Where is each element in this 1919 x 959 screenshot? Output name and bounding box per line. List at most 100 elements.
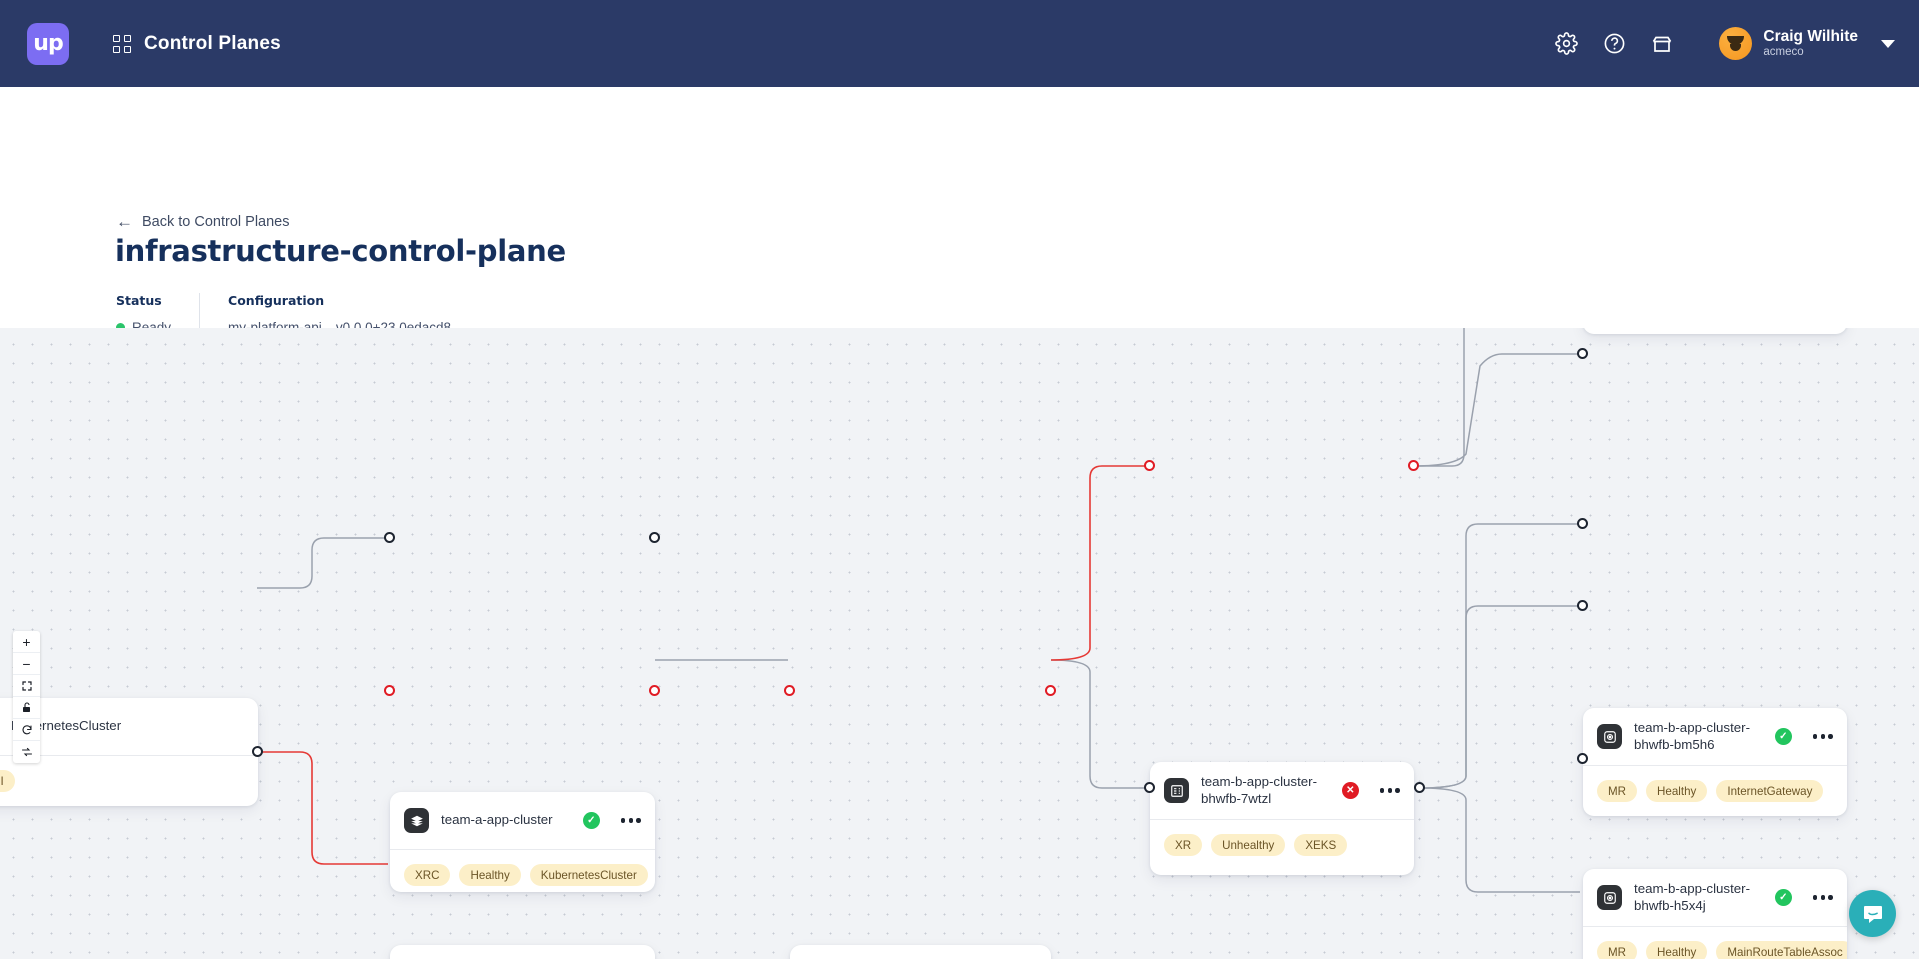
status-healthy-icon: ✓ xyxy=(1774,889,1792,906)
node-port-left[interactable] xyxy=(1577,753,1588,764)
page-title: infrastructure-control-plane xyxy=(115,234,566,268)
graph-node[interactable]: team-b-app-cluster-bhwfb-h5x4j ✓ MR Heal… xyxy=(1583,869,1847,959)
node-port-right[interactable] xyxy=(1414,782,1425,793)
node-port-left[interactable] xyxy=(1144,782,1155,793)
node-header: team-a-app-cluster ✓ xyxy=(390,792,655,849)
status-healthy-icon: ✓ xyxy=(582,812,600,829)
tag: XR xyxy=(1164,834,1203,856)
grid-icon[interactable] xyxy=(113,34,132,53)
user-name: Craig Wilhite xyxy=(1763,27,1858,45)
page-header: ← Back to Control Planes infrastructure-… xyxy=(0,87,1919,410)
tag: MainRouteTableAssoc xyxy=(1716,941,1847,959)
sync-icon[interactable] xyxy=(13,741,40,763)
lock-icon[interactable] xyxy=(13,697,40,719)
chat-widget-button[interactable] xyxy=(1849,890,1896,937)
graph-node-partial[interactable] xyxy=(1583,328,1847,334)
upbound-logo[interactable]: up xyxy=(27,22,69,65)
status-label: Status xyxy=(116,293,162,308)
divider xyxy=(1583,765,1847,766)
node-port-left[interactable] xyxy=(1577,348,1588,359)
node-title: team-a-app-cluster xyxy=(441,812,553,828)
node-title: team-b-app-cluster-bhwfb-7wtzl xyxy=(1201,773,1318,806)
logo-text: up xyxy=(33,31,63,56)
divider xyxy=(199,293,201,340)
tag: MR xyxy=(1597,780,1638,802)
node-port-right[interactable] xyxy=(649,685,660,696)
configuration-label: Configuration xyxy=(228,293,325,308)
back-to-control-planes-link[interactable]: ← Back to Control Planes xyxy=(116,213,290,230)
node-port-left[interactable] xyxy=(1577,518,1588,529)
chevron-down-icon[interactable] xyxy=(1881,39,1895,48)
node-port-left[interactable] xyxy=(384,532,395,543)
node-header: team-b-app-cluster ✕ xyxy=(390,945,655,959)
avatar xyxy=(1719,27,1753,60)
composite-icon xyxy=(1164,778,1189,803)
status-healthy-icon: ✓ xyxy=(1774,728,1792,745)
gear-icon[interactable] xyxy=(1553,31,1579,57)
node-tags: MR Healthy InternetGateway xyxy=(1583,766,1847,816)
nav-title: Control Planes xyxy=(144,32,281,54)
node-tags: XRC Healthy KubernetesCluster xyxy=(390,850,655,892)
status-dot-icon xyxy=(116,323,125,332)
node-port-right[interactable] xyxy=(252,746,263,757)
divider xyxy=(0,755,258,756)
graph-edges xyxy=(257,328,1580,893)
divider xyxy=(1150,819,1414,820)
node-port-left[interactable] xyxy=(1144,460,1155,471)
refresh-icon[interactable] xyxy=(13,719,40,741)
node-header: team-b-app-cluster-bhwfb-bm5h6 ✓ xyxy=(1583,708,1847,765)
node-header: team-b-app-cluster-bhwfb ✕ xyxy=(790,945,1051,959)
divider xyxy=(390,849,655,850)
graph-node[interactable]: team-b-app-cluster ✕ XRC Unhealthy Kuber… xyxy=(390,945,655,959)
help-icon[interactable] xyxy=(1601,31,1627,57)
node-menu-button[interactable] xyxy=(620,818,641,823)
node-port-right[interactable] xyxy=(1408,460,1419,471)
marketplace-icon[interactable] xyxy=(1649,31,1675,57)
divider xyxy=(1583,926,1847,927)
status-unhealthy-icon: ✕ xyxy=(1341,782,1359,799)
node-menu-button[interactable] xyxy=(1379,788,1400,793)
node-port-right[interactable] xyxy=(1045,685,1056,696)
node-tags: API xyxy=(0,756,258,806)
graph-node[interactable]: KubernetesCluster API xyxy=(0,698,258,806)
fit-view-icon[interactable] xyxy=(13,675,40,697)
node-menu-button[interactable] xyxy=(1812,734,1833,739)
back-link-label: Back to Control Planes xyxy=(142,213,290,230)
tag: Healthy xyxy=(459,864,521,886)
node-menu-button[interactable] xyxy=(1812,895,1833,900)
node-title: KubernetesCluster xyxy=(11,718,122,734)
resource-graph-canvas[interactable]: KubernetesCluster API team-a-app-cluster… xyxy=(0,328,1919,959)
tag: MR xyxy=(1597,941,1638,959)
tag: InternetGateway xyxy=(1716,780,1824,802)
topbar-actions: Craig Wilhite acmeco xyxy=(1553,27,1895,60)
managed-resource-icon xyxy=(1597,724,1622,749)
tag: Healthy xyxy=(1646,941,1708,959)
user-menu[interactable]: Craig Wilhite acmeco xyxy=(1719,27,1895,60)
node-port-right[interactable] xyxy=(649,532,660,543)
node-tags: MR Healthy MainRouteTableAssoc xyxy=(1583,927,1847,959)
arrow-left-icon: ← xyxy=(116,212,133,231)
managed-resource-icon xyxy=(1597,885,1622,910)
zoom-in-button[interactable]: + xyxy=(13,631,40,653)
canvas-controls: + − xyxy=(13,631,40,763)
layers-icon xyxy=(404,808,429,833)
tag: XEKS xyxy=(1294,834,1348,856)
graph-node[interactable]: team-b-app-cluster-bhwfb-bm5h6 ✓ MR Heal… xyxy=(1583,708,1847,816)
zoom-out-button[interactable]: − xyxy=(13,653,40,675)
node-tags: XR Unhealthy XEKS xyxy=(1150,820,1414,872)
node-header: team-b-app-cluster-bhwfb-h5x4j ✓ xyxy=(1583,869,1847,926)
node-port-left[interactable] xyxy=(784,685,795,696)
node-port-left[interactable] xyxy=(1577,600,1588,611)
tag: KubernetesCluster xyxy=(529,864,648,886)
graph-node[interactable]: team-b-app-cluster-bhwfb-7wtzl ✕ XR Unhe… xyxy=(1150,762,1414,875)
tag: XRC xyxy=(404,864,451,886)
tag: API xyxy=(0,770,15,792)
node-port-left[interactable] xyxy=(384,685,395,696)
node-header: team-b-app-cluster-bhwfb-7wtzl ✕ xyxy=(1150,762,1414,819)
node-title: team-b-app-cluster-bhwfb xyxy=(841,957,967,959)
graph-node[interactable]: team-a-app-cluster ✓ XRC Healthy Kuberne… xyxy=(390,792,655,892)
tag: Healthy xyxy=(1646,780,1708,802)
node-title: team-b-app-cluster-bhwfb-bm5h6 xyxy=(1634,719,1751,752)
top-navigation-bar: up Control Planes Craig Wilhite xyxy=(0,0,1919,87)
graph-node[interactable]: team-b-app-cluster-bhwfb ✕ XR Unhealthy … xyxy=(790,945,1051,959)
